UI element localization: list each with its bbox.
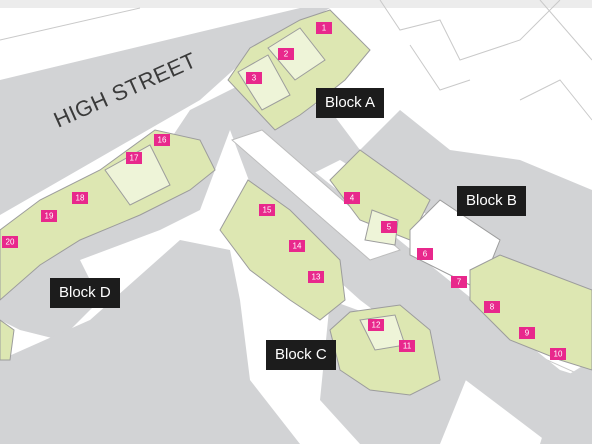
central-island — [231, 129, 401, 261]
unit-marker-3[interactable]: 3 — [246, 72, 262, 84]
svg-text:10: 10 — [554, 350, 563, 359]
svg-text:11: 11 — [403, 342, 412, 351]
unit-marker-13[interactable]: 13 — [308, 271, 324, 283]
unit-marker-1[interactable]: 1 — [316, 22, 332, 34]
svg-text:20: 20 — [6, 238, 15, 247]
svg-text:16: 16 — [158, 136, 167, 145]
svg-text:4: 4 — [350, 194, 355, 203]
svg-text:7: 7 — [457, 278, 462, 287]
unit-marker-4[interactable]: 4 — [344, 192, 360, 204]
block-c-label[interactable]: Block C — [266, 340, 336, 370]
unit-marker-5[interactable]: 5 — [381, 221, 397, 233]
unit-marker-11[interactable]: 11 — [399, 340, 415, 352]
unit-marker-18[interactable]: 18 — [72, 192, 88, 204]
unit-marker-8[interactable]: 8 — [484, 301, 500, 313]
svg-text:19: 19 — [45, 212, 54, 221]
svg-text:5: 5 — [387, 223, 392, 232]
block-a-label[interactable]: Block A — [316, 88, 385, 118]
svg-text:8: 8 — [490, 303, 495, 312]
unit-marker-19[interactable]: 19 — [41, 210, 57, 222]
unit-marker-2[interactable]: 2 — [278, 48, 294, 60]
block-d-building — [0, 129, 216, 361]
block-d-label[interactable]: Block D — [50, 278, 120, 308]
svg-text:3: 3 — [252, 74, 257, 83]
unit-marker-20[interactable]: 20 — [2, 236, 18, 248]
svg-text:15: 15 — [263, 206, 272, 215]
block-a-building — [227, 9, 371, 131]
svg-text:9: 9 — [525, 329, 530, 338]
svg-text:2: 2 — [284, 50, 289, 59]
unit-marker-6[interactable]: 6 — [417, 248, 433, 260]
svg-text:1: 1 — [322, 24, 327, 33]
block-b-label[interactable]: Block B — [457, 186, 526, 216]
svg-text:13: 13 — [312, 273, 321, 282]
unit-marker-12[interactable]: 12 — [368, 319, 384, 331]
svg-text:18: 18 — [76, 194, 85, 203]
unit-marker-7[interactable]: 7 — [451, 276, 467, 288]
svg-text:14: 14 — [293, 242, 302, 251]
high-street-road — [0, 8, 330, 215]
unit-marker-10[interactable]: 10 — [550, 348, 566, 360]
top-edge — [0, 0, 592, 8]
block-c-building — [219, 179, 441, 396]
unit-marker-17[interactable]: 17 — [126, 152, 142, 164]
unit-marker-15[interactable]: 15 — [259, 204, 275, 216]
unit-markers: 1 2 3 4 5 6 7 8 9 10 11 12 13 14 15 16 1… — [2, 22, 566, 360]
svg-text:12: 12 — [372, 321, 381, 330]
unit-marker-14[interactable]: 14 — [289, 240, 305, 252]
unit-marker-9[interactable]: 9 — [519, 327, 535, 339]
south-lane — [0, 240, 300, 444]
unit-marker-16[interactable]: 16 — [154, 134, 170, 146]
svg-text:6: 6 — [423, 250, 428, 259]
svg-text:17: 17 — [130, 154, 139, 163]
